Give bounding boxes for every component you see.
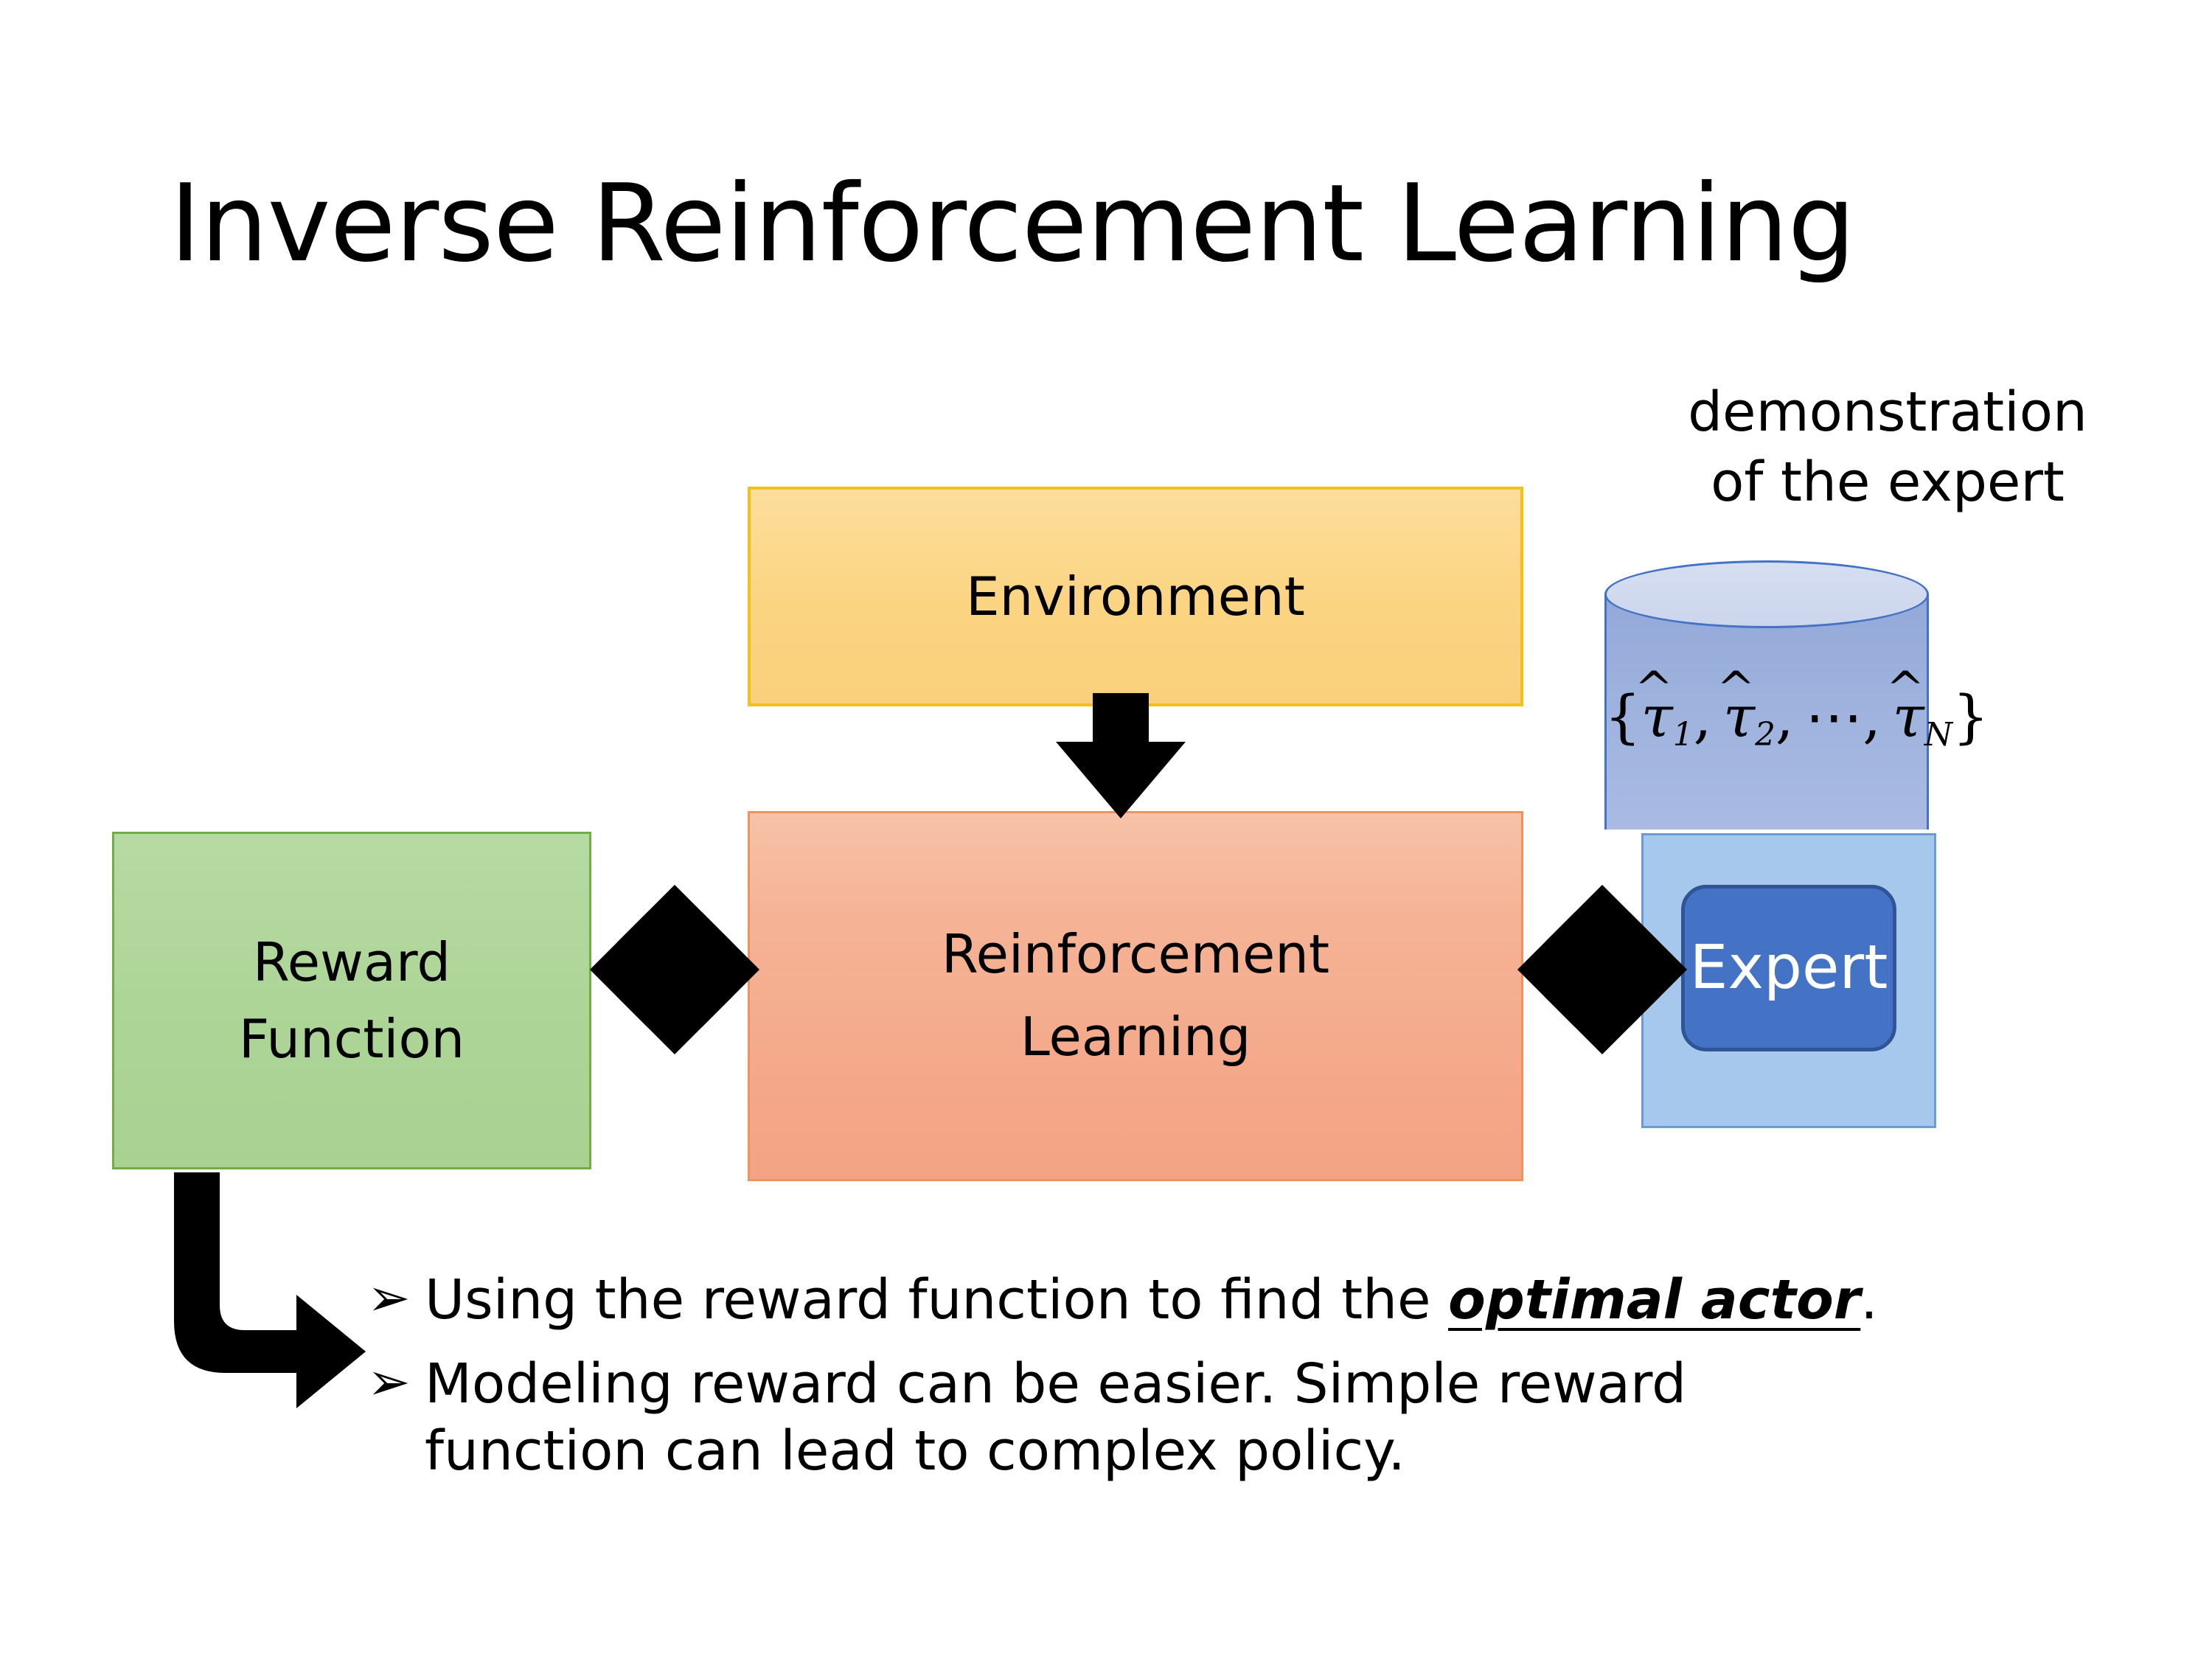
bullet-1-emphasis: optimal actor — [1448, 1268, 1861, 1332]
reinforcement-learning-box: Reinforcement Learning — [748, 811, 1523, 1181]
arrow-reward-to-rl — [590, 885, 759, 1054]
expert-box-label: Expert — [1689, 932, 1888, 1003]
reward-label-line1: Reward — [252, 931, 451, 993]
tau-2: ^τ — [1717, 661, 1756, 751]
reward-label-line2: Function — [238, 1008, 465, 1070]
formula-comma-1: , — [1693, 684, 1712, 751]
list-item: ➢ Using the reward function to find the … — [367, 1267, 2100, 1333]
cylinder-body — [1604, 594, 1929, 830]
reward-function-box: Reward Function — [112, 832, 591, 1169]
formula-open-brace: { — [1604, 684, 1641, 751]
list-item: ➢ Modeling reward can be easier. Simple … — [367, 1351, 2100, 1484]
tau-n: ^τ — [1886, 661, 1924, 751]
tau-1: ^τ — [1635, 661, 1673, 751]
bullet-arrow-icon: ➢ — [367, 1267, 411, 1328]
demonstration-caption-line2: of the expert — [1711, 450, 2065, 514]
environment-box: Environment — [748, 487, 1523, 706]
rl-label-line2: Learning — [1020, 1006, 1251, 1068]
reinforcement-learning-box-label: Reinforcement Learning — [942, 914, 1329, 1078]
arrow-environment-to-rl — [1056, 693, 1186, 818]
bullet-text-1: Using the reward function to find the op… — [425, 1267, 2100, 1333]
tau-2-glyph: τ — [1722, 684, 1756, 751]
bullet-2-line1: Modeling reward can be easier. Simple re… — [425, 1352, 1687, 1416]
reward-function-box-label: Reward Function — [239, 924, 465, 1078]
page-title: Inverse Reinforcement Learning — [170, 161, 1856, 286]
demonstration-cylinder: {^τ1, ^τ2, ⋯, ^τN} — [1604, 560, 1989, 848]
bullet-2-line2: function can lead to complex policy. — [425, 1419, 1405, 1483]
formula-comma-3: , — [1863, 684, 1882, 751]
tau-n-glyph: τ — [1892, 684, 1924, 751]
demonstration-caption: demonstration of the expert — [1630, 378, 2146, 517]
demonstration-caption-line1: demonstration — [1688, 380, 2087, 444]
cylinder-top-ellipse — [1604, 560, 1929, 628]
expert-box: Expert — [1681, 885, 1896, 1051]
tau-1-glyph: τ — [1641, 684, 1673, 751]
trajectory-set-formula: {^τ1, ^τ2, ⋯, ^τN} — [1604, 661, 1989, 754]
tau-2-hat: ^ — [1717, 661, 1756, 715]
formula-comma-2: , — [1775, 684, 1794, 751]
bullet-1-text-before: Using the reward function to find the — [425, 1268, 1449, 1332]
arrow-reward-to-bullets — [174, 1172, 366, 1408]
tau-1-sub: 1 — [1672, 716, 1694, 754]
arrow-rl-to-expert — [1517, 885, 1687, 1054]
tau-1-hat: ^ — [1634, 661, 1674, 715]
formula-ellipsis: ⋯ — [1805, 684, 1863, 751]
tau-n-hat: ^ — [1885, 661, 1925, 715]
formula-close-brace: } — [1952, 684, 1989, 751]
rl-label-line1: Reinforcement — [941, 923, 1330, 986]
bullet-arrow-icon: ➢ — [367, 1352, 411, 1413]
bullet-list: ➢ Using the reward function to find the … — [367, 1267, 2100, 1502]
environment-box-label: Environment — [966, 566, 1305, 627]
tau-n-sub: N — [1924, 716, 1953, 754]
bullet-text-2: Modeling reward can be easier. Simple re… — [425, 1351, 2100, 1484]
tau-2-sub: 2 — [1755, 716, 1775, 754]
bullet-1-text-after: . — [1860, 1268, 1878, 1332]
